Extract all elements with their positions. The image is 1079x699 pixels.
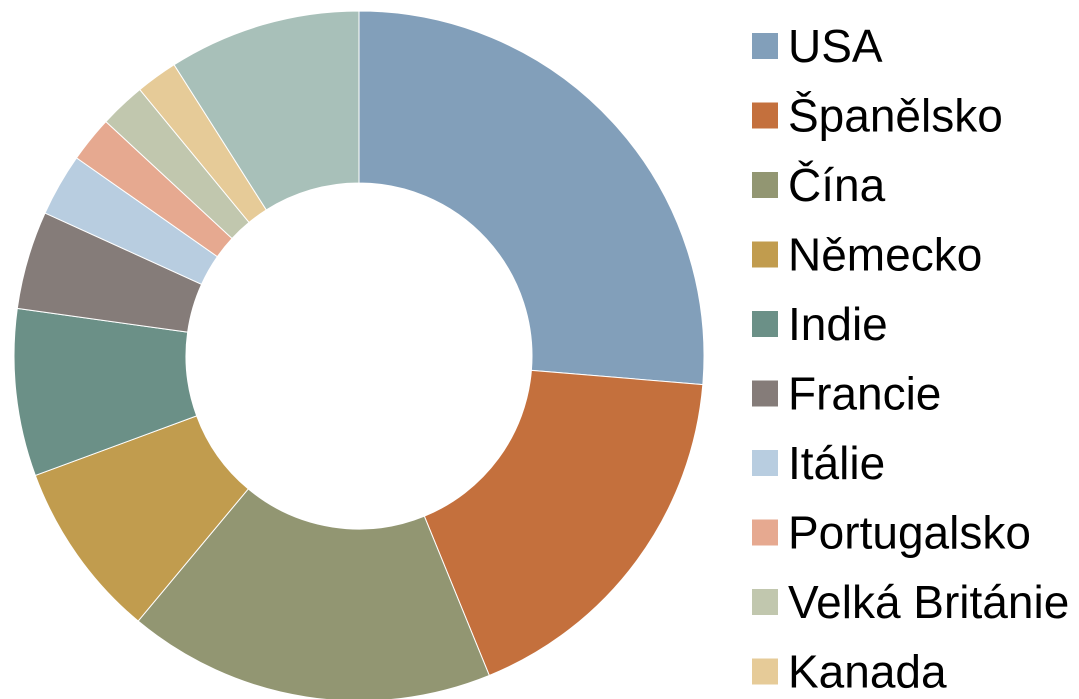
legend-label: Indie bbox=[788, 298, 888, 350]
donut-slices bbox=[13, 10, 705, 699]
legend-item: Itálie bbox=[752, 437, 885, 489]
legend-item: Velká Británie bbox=[752, 576, 1069, 628]
legend-swatch bbox=[752, 102, 778, 129]
chart-legend: USA ŠpanělskoČínaNěmeckoIndieFrancieItáli… bbox=[752, 20, 1069, 698]
legend-swatch bbox=[752, 589, 778, 615]
legend-label: Španělsko bbox=[788, 90, 1003, 142]
legend-swatch bbox=[752, 380, 778, 407]
legend-swatch bbox=[752, 519, 778, 546]
legend-label: Čína bbox=[788, 159, 886, 211]
legend-swatch bbox=[752, 33, 778, 59]
legend-item: Čína bbox=[752, 159, 886, 211]
slice-čína bbox=[137, 488, 490, 699]
legend-item: Španělsko bbox=[752, 90, 1003, 142]
legend-item: Francie bbox=[752, 368, 941, 420]
legend-swatch bbox=[752, 241, 778, 268]
legend-label: Velká Británie bbox=[788, 576, 1069, 628]
legend-item: Německo bbox=[752, 229, 982, 281]
slice-usa bbox=[358, 10, 705, 386]
legend-label: Kanada bbox=[788, 646, 947, 698]
legend-swatch bbox=[752, 172, 778, 198]
legend-swatch bbox=[752, 311, 778, 337]
legend-label: Itálie bbox=[788, 437, 885, 489]
legend-item: Portugalsko bbox=[752, 507, 1031, 559]
slice-other bbox=[173, 10, 360, 211]
legend-item: Kanada bbox=[752, 646, 947, 698]
legend-label: Německo bbox=[788, 229, 982, 281]
legend-label: Francie bbox=[788, 368, 941, 420]
legend-label: Portugalsko bbox=[788, 507, 1031, 559]
slice-španělsko bbox=[423, 369, 704, 677]
legend-item: USA bbox=[752, 20, 883, 72]
legend-item: Indie bbox=[752, 298, 888, 350]
legend-label: USA bbox=[788, 20, 883, 72]
legend-swatch bbox=[752, 450, 778, 476]
legend-swatch bbox=[752, 658, 778, 685]
